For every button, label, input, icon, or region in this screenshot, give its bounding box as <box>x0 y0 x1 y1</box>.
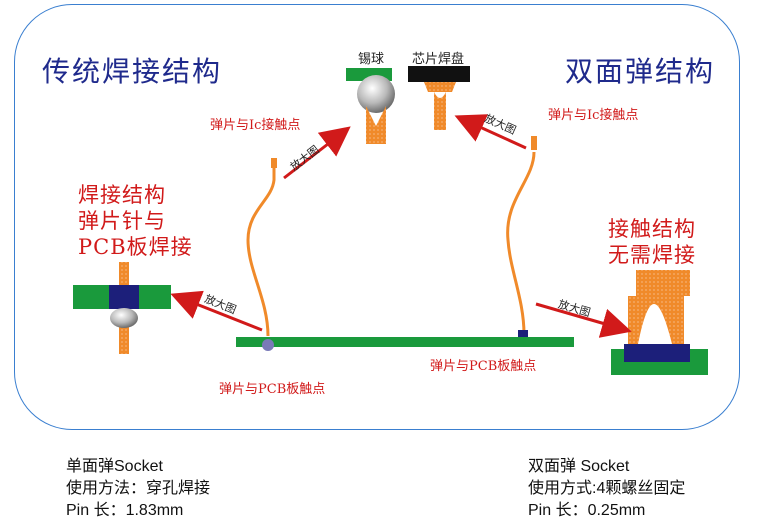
label-spring-ic-contact-right: 弹片与Ic接触点 <box>548 108 639 123</box>
main-pcb-board <box>236 337 574 347</box>
label-spring-pcb-contact-right: 弹片与PCB板触点 <box>430 359 537 374</box>
right-pcb-contact <box>518 330 528 337</box>
label-solder-ball: 锡球 <box>358 52 385 67</box>
desc-right-line-2: 无需焊接 <box>608 243 696 267</box>
right-spring-pin <box>506 151 536 335</box>
desc-left-line-3: PCB板焊接 <box>78 235 193 259</box>
label-chip-pad: 芯片焊盘 <box>412 52 465 67</box>
left-pcb-contact <box>262 339 274 351</box>
right-contact-assembly <box>611 270 708 375</box>
chip-pad-black <box>408 66 470 82</box>
zoom-arrow-top-right <box>454 114 527 150</box>
label-spring-ic-contact-left: 弹片与Ic接触点 <box>210 118 301 133</box>
desc-left: 焊接结构 弹片针与 PCB板焊接 <box>78 182 193 260</box>
title-traditional-solder: 传统焊接结构 <box>42 55 223 88</box>
footer-left-line-1: 单面弹Socket <box>66 458 163 475</box>
left-solder-ball <box>110 308 138 328</box>
footer-right-line-2: 使用方式:4颗螺丝固定 <box>528 480 686 497</box>
chip-pad-detail <box>408 66 470 130</box>
desc-right-line-1: 接触结构 <box>608 217 696 241</box>
footer-left-line-3: Pin 长：1.83mm <box>66 502 184 519</box>
left-spring-pin <box>246 164 276 337</box>
zoom-arrow-left <box>170 290 263 332</box>
footer-left-line-2: 使用方法：穿孔焊接 <box>66 480 211 497</box>
spring-pin-tip-left <box>366 106 386 144</box>
footer-right: 双面弹 Socket 使用方式:4颗螺丝固定 Pin 长：0.25mm <box>528 456 685 522</box>
diagram-frame <box>14 4 740 430</box>
right-large-spring <box>628 270 690 344</box>
left-solder-pad <box>109 285 139 309</box>
zoom-arrow-right <box>535 302 632 338</box>
title-double-spring: 双面弹结构 <box>565 55 716 88</box>
desc-left-line-2: 弹片针与 <box>78 209 166 233</box>
zoom-arrow-top-left <box>283 126 351 180</box>
solder-ball-detail <box>346 68 395 144</box>
desc-left-line-1: 焊接结构 <box>78 183 166 207</box>
footer-left: 单面弹Socket 使用方法：穿孔焊接 Pin 长：1.83mm <box>66 456 210 522</box>
spring-pin-tip-right <box>424 82 456 130</box>
desc-right: 接触结构 无需焊接 <box>608 216 696 268</box>
left-solder-assembly <box>73 262 171 354</box>
footer-right-line-3: Pin 长：0.25mm <box>528 502 646 519</box>
footer-right-line-1: 双面弹 Socket <box>528 458 630 475</box>
label-spring-pcb-contact-left: 弹片与PCB板触点 <box>219 382 326 397</box>
solder-ball <box>357 75 395 113</box>
